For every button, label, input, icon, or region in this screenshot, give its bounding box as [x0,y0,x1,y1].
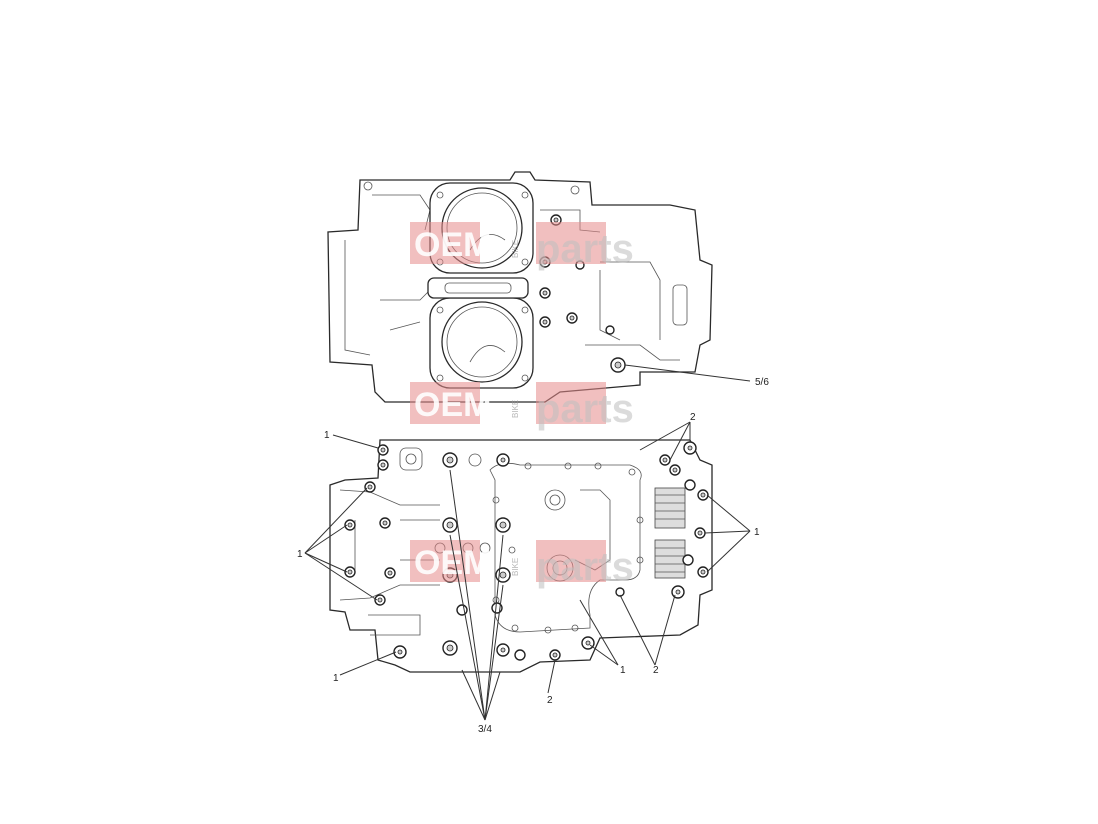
callout-2-bottom-right: 2 [653,665,659,676]
watermark: OEM BIKE parts OEM BIKE parts OEM BIKE p… [410,222,634,589]
svg-text:parts: parts [536,545,634,589]
lower-crankcase [329,439,713,673]
callout-2-top: 2 [690,412,696,423]
callout-1-top-left: 1 [324,430,330,441]
callout-5-6: 5/6 [755,377,769,388]
callout-1-right: 1 [754,527,760,538]
svg-text:parts: parts [536,227,634,271]
svg-text:parts: parts [536,387,634,431]
callout-1-bottom-left: 1 [333,673,339,684]
callout-2-bottom: 2 [547,695,553,706]
upper-crankcase [327,171,713,403]
callout-1-bottom-mid: 1 [620,665,626,676]
svg-text:BIKE: BIKE [511,400,520,418]
gasket-holes [492,462,644,634]
svg-text:BIKE: BIKE [511,558,520,576]
leader-lines [304,364,751,721]
callout-3-4: 3/4 [478,724,492,735]
svg-text:OEM: OEM [414,226,491,264]
svg-text:BIKE: BIKE [511,240,520,258]
lower-case-bolts [344,441,709,661]
callout-labels: 5/6 2 1 1 1 1 1 2 2 3/4 [297,377,769,735]
svg-text:OEM: OEM [414,386,491,424]
callout-1-left: 1 [297,549,303,560]
